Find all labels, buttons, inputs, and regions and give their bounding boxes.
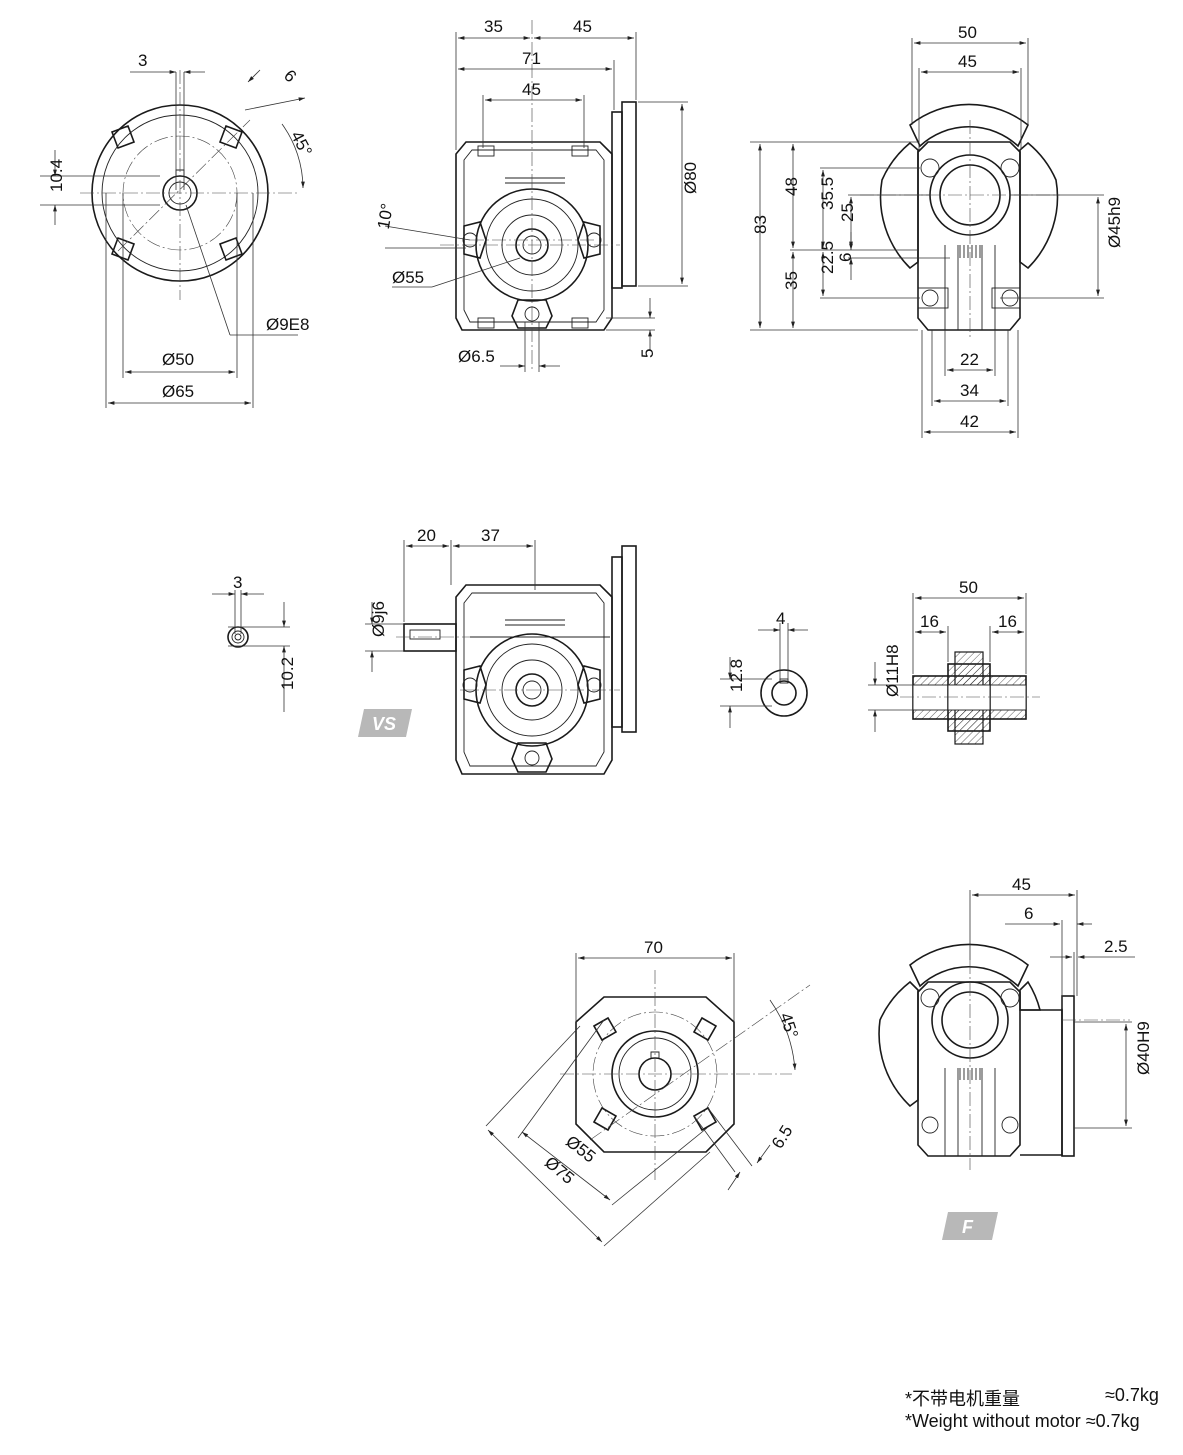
dim-h25: 25: [838, 203, 857, 222]
dim-w71: 71: [522, 49, 541, 68]
badge-f-label: F: [962, 1217, 974, 1237]
dim-w20: 20: [417, 526, 436, 545]
dim-w37: 37: [481, 526, 500, 545]
dim-pcd: Ø55: [392, 268, 424, 287]
dim-angle: 10°: [374, 202, 397, 231]
dim-h35: 35: [782, 271, 801, 290]
dim-h6: 6: [836, 253, 855, 262]
view-hollow-shaft-section: 50 16 16 Ø11H8: [868, 578, 1040, 745]
dim-spigot: Ø45h9: [1105, 197, 1124, 248]
dim-w2-5: 2.5: [1104, 937, 1128, 956]
dim-angle: 45°: [287, 128, 316, 160]
weight-note-en: *Weight without motor ≈0.7kg: [905, 1411, 1140, 1431]
dim-bore: Ø11H8: [883, 644, 902, 697]
dim-h83: 83: [751, 215, 770, 234]
dim-hole: 6.5: [768, 1122, 797, 1152]
view-input-flange: 3 6 45° 10.4 Ø9E8 Ø50 Ø65: [40, 51, 316, 408]
dim-outer: Ø65: [162, 382, 194, 401]
dim-w16a: 16: [920, 612, 939, 631]
dim-w22: 22: [960, 350, 979, 369]
view-housing-front: 35 45 71 45 Ø80 10° Ø55 Ø6.5 5: [374, 17, 700, 372]
weight-note-cn-label: *不带电机重量: [905, 1389, 1021, 1409]
dim-w50: 50: [958, 23, 977, 42]
view-housing-side-f: 45 6 2.5 Ø40H9 F: [878, 875, 1153, 1240]
view-output-flange: 70 45° Ø55 Ø75 6.5: [485, 938, 811, 1247]
dim-w6: 6: [1024, 904, 1033, 923]
dim-w50: 50: [959, 578, 978, 597]
dim-slot-width: 6: [280, 66, 300, 86]
dim-w45: 45: [522, 80, 541, 99]
weight-note-cn: *不带电机重量 ≈0.7kg: [905, 1385, 1159, 1411]
dim-shaft: Ø9j6: [369, 601, 388, 637]
badge-vs: [358, 709, 412, 737]
dim-pcd: Ø55: [562, 1132, 599, 1167]
dim-foot: 5: [638, 349, 657, 358]
dim-pcd: Ø50: [162, 350, 194, 369]
dim-key-height: 10.4: [47, 159, 66, 192]
dim-hole: Ø6.5: [458, 347, 495, 366]
dim-key-width: 3: [233, 573, 242, 592]
dim-key-width: 4: [776, 609, 785, 628]
dim-outer: Ø75: [541, 1153, 578, 1188]
dim-w45-top: 45: [573, 17, 592, 36]
dim-w42: 42: [960, 412, 979, 431]
dim-spigot: Ø40H9: [1134, 1021, 1153, 1075]
view-input-shaft-key: 3 10.2: [212, 573, 297, 712]
badge-f: [942, 1212, 998, 1240]
dim-h48: 48: [782, 177, 801, 196]
view-housing-vs: 20 37 Ø9j6 VS: [358, 526, 637, 775]
dim-w45: 45: [1012, 875, 1031, 894]
view-output-bore-key: 4 12.8: [720, 609, 808, 728]
dim-w34: 34: [960, 381, 979, 400]
dim-w45: 45: [958, 52, 977, 71]
weight-note-cn-value: ≈0.7kg: [1105, 1385, 1159, 1405]
dim-bore: Ø9E8: [266, 315, 309, 334]
badge-vs-label: VS: [372, 714, 396, 734]
dim-angle: 45°: [776, 1010, 802, 1040]
view-housing-side: 50 45 83 48 35 35.5 22.5 25 6 Ø45h9 22: [750, 23, 1124, 438]
dim-w70: 70: [644, 938, 663, 957]
dim-w35: 35: [484, 17, 503, 36]
dim-w16b: 16: [998, 612, 1017, 631]
dim-key-height: 10.2: [278, 657, 297, 690]
dim-key-height: 12.8: [727, 659, 746, 692]
dim-flange: Ø80: [681, 162, 700, 194]
dim-h22-5: 22.5: [818, 241, 837, 274]
dim-key-width: 3: [138, 51, 147, 70]
dim-h35-5: 35.5: [818, 177, 837, 210]
